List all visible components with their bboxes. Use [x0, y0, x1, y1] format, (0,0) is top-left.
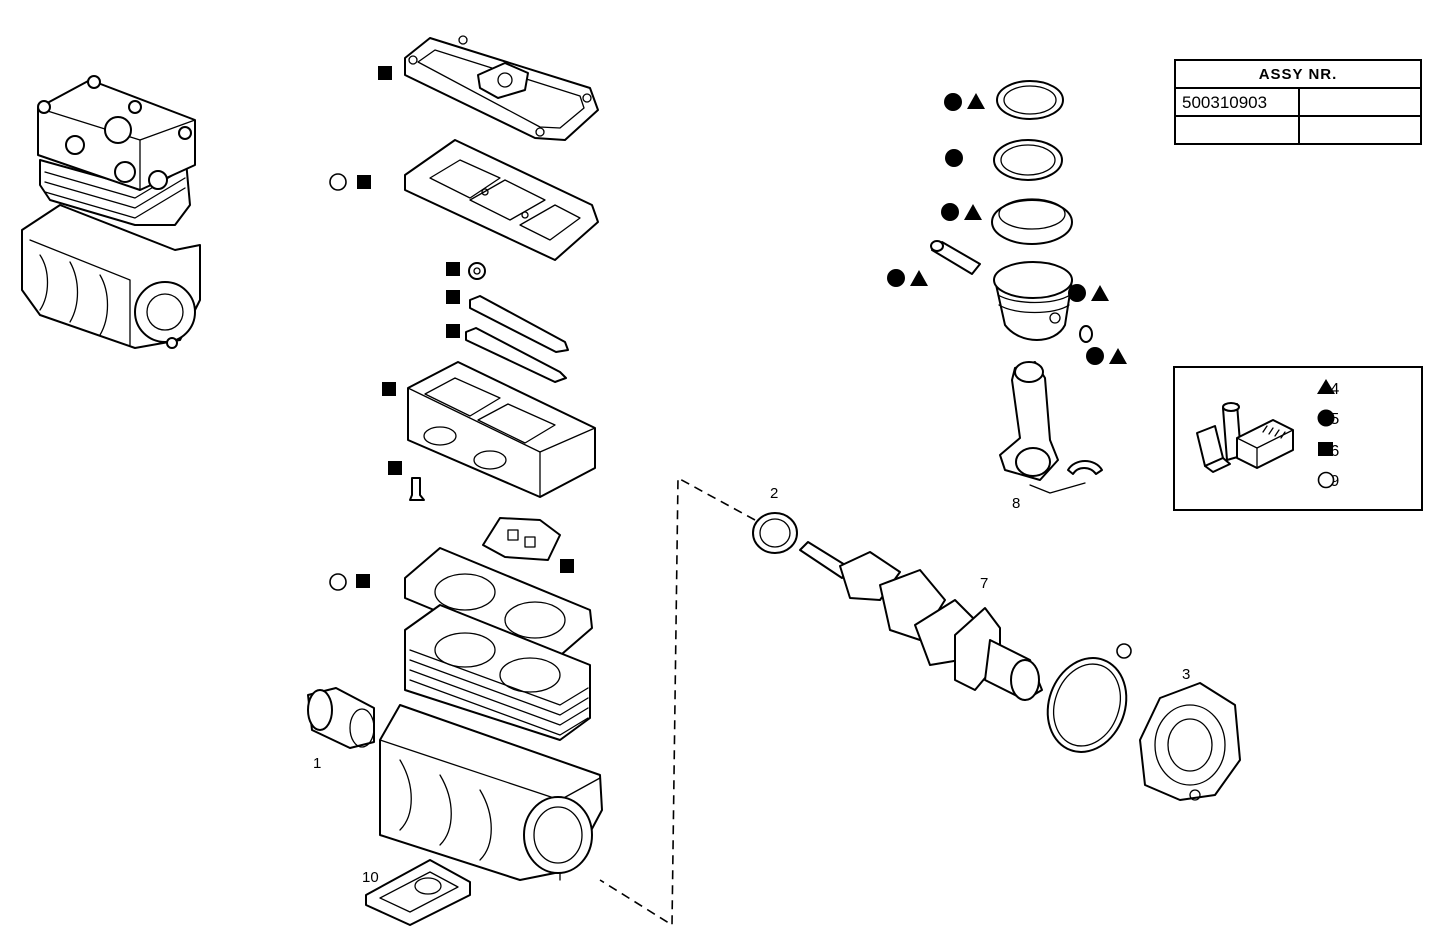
symbol-filled-circle: [887, 269, 905, 287]
kit-legend: =4 =5 =6 =9: [1173, 366, 1423, 511]
assy-number-cell: [1176, 117, 1300, 145]
crank-seal: [752, 512, 798, 554]
callout-3: 3: [1182, 666, 1190, 683]
kit-boxes-illustration: [1196, 402, 1294, 473]
cylinder-gasket: [404, 547, 593, 661]
piston: [993, 261, 1073, 341]
symbol-filled-circle: [1086, 347, 1104, 365]
symbol-square: [560, 559, 574, 573]
callout-2: 2: [770, 485, 778, 502]
gasket-small: [482, 517, 561, 561]
symbol-open-circle: [329, 173, 347, 191]
symbol-filled-circle: [941, 203, 959, 221]
symbol-square: [446, 290, 460, 304]
legend-item: =6: [1317, 441, 1339, 463]
callout-8: 8: [1012, 495, 1020, 512]
symbol-square: [356, 574, 370, 588]
symbol-triangle: [1109, 348, 1127, 364]
symbol-filled-circle: [944, 93, 962, 111]
piston-pin: [930, 240, 981, 275]
piston-ring-3: [991, 198, 1073, 245]
base-plate: [365, 859, 471, 926]
symbol-square: [446, 262, 460, 276]
piston-ring-2: [993, 139, 1063, 181]
assy-value-cell: [1300, 117, 1420, 145]
connecting-rod: [999, 361, 1103, 494]
screw: [409, 477, 425, 501]
head-gasket-upper: [404, 139, 599, 261]
triangle-icon: [1317, 379, 1335, 394]
symbol-open-circle: [329, 573, 347, 591]
assy-table-row: 500310903: [1176, 89, 1420, 117]
end-cover: [1139, 682, 1241, 801]
kit-symbols: [329, 66, 1132, 659]
alignment-line: [599, 476, 756, 927]
filled-circle-icon: [1317, 409, 1335, 427]
assy-number-cell: 500310903: [1176, 89, 1300, 115]
symbol-triangle: [967, 93, 985, 109]
callout-10: 10: [362, 869, 379, 886]
legend-item: =9: [1317, 471, 1339, 493]
symbol-triangle: [1091, 285, 1109, 301]
symbol-square: [388, 461, 402, 475]
filled-square-icon: [1318, 442, 1333, 456]
symbol-open-circle: [1116, 643, 1132, 659]
o-ring: [1046, 657, 1128, 753]
assy-value-cell: [1300, 89, 1420, 115]
symbol-square: [357, 175, 371, 189]
nut: [468, 262, 486, 280]
symbol-square: [378, 66, 392, 80]
callout-7: 7: [980, 575, 988, 592]
valve-plate: [407, 361, 596, 498]
assembled-compressor: [21, 75, 201, 349]
reed-valve-plates: [465, 295, 569, 383]
legend-item: =5: [1317, 409, 1339, 431]
crankcase-cylinder-block: [379, 604, 603, 881]
cylinder-head-cover: [404, 35, 599, 141]
assembly-number-table: ASSY NR. 500310903: [1174, 59, 1422, 145]
symbol-square: [382, 382, 396, 396]
symbol-square: [446, 324, 460, 338]
bushing: [307, 687, 375, 749]
crankshaft: [799, 541, 1043, 701]
callouts: 1 2 3 7 8 10: [313, 485, 1190, 886]
assy-table-row: [1176, 117, 1420, 145]
symbol-filled-circle: [945, 149, 963, 167]
assy-table-header: ASSY NR.: [1176, 61, 1420, 89]
piston-ring-1: [996, 80, 1064, 120]
open-circle-icon: [1317, 471, 1335, 489]
legend-item: =4: [1317, 379, 1339, 401]
symbol-filled-circle: [1068, 284, 1086, 302]
symbol-triangle: [910, 270, 928, 286]
circlip: [1079, 325, 1093, 343]
symbol-triangle: [964, 204, 982, 220]
callout-1: 1: [313, 755, 321, 772]
